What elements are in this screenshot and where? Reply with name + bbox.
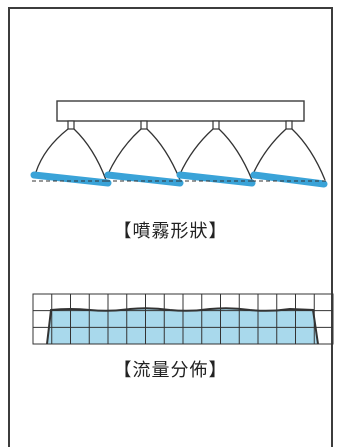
- header-pipe: [56, 100, 305, 122]
- spray-shape-caption: 【噴霧形狀】: [113, 221, 228, 242]
- flow-distribution-caption: 【流量分佈】: [113, 360, 228, 381]
- nozzle-4: [250, 120, 328, 188]
- outer-frame: [8, 7, 333, 447]
- flow-profile-line: [46, 307, 319, 345]
- nozzle-2: [104, 120, 184, 187]
- flow-distribution-chart: [32, 293, 334, 345]
- nozzle-3: [176, 120, 256, 187]
- flow-grid: [32, 293, 334, 345]
- nozzle-1: [30, 120, 112, 187]
